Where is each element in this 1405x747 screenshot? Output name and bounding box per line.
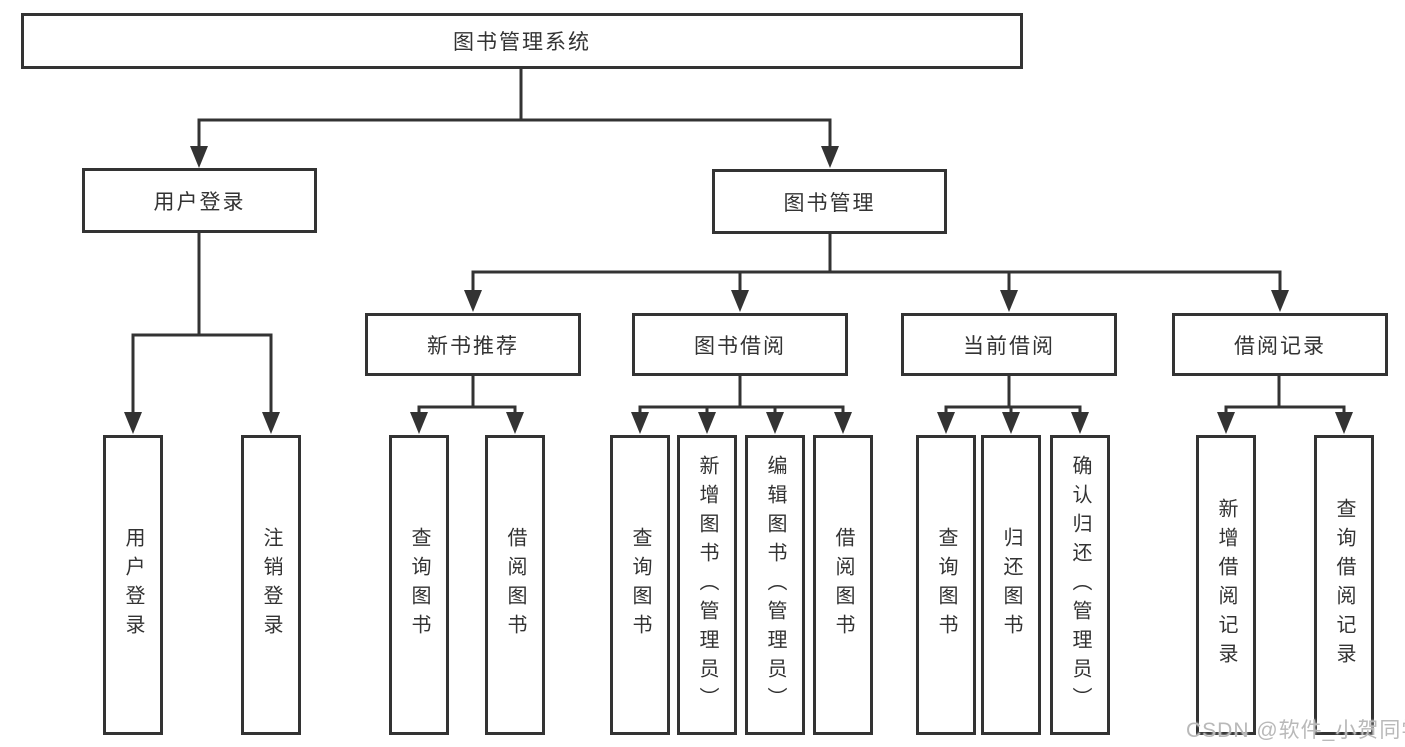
leaf-return-books: 归还图书 [981, 435, 1041, 735]
node-borrowing-records: 借阅记录 [1172, 313, 1388, 376]
node-label: 新书推荐 [427, 334, 519, 358]
leaf-logout: 注销登录 [241, 435, 301, 735]
node-new-book-recommendation: 新书推荐 [365, 313, 581, 376]
node-label: 图书管理 [783, 191, 876, 215]
leaf-add-borrow-record: 新增借阅记录 [1196, 435, 1256, 735]
node-current-borrowing: 当前借阅 [901, 313, 1117, 376]
node-library-management-system: 图书管理系统 [21, 13, 1023, 69]
leaf-confirm-return-admin: 确认归还（管理员） [1050, 435, 1110, 735]
leaf-user-login: 用户登录 [103, 435, 163, 735]
node-label: 用户登录 [153, 190, 246, 214]
node-book-borrowing: 图书借阅 [632, 313, 848, 376]
leaf-borrow-books: 借阅图书 [813, 435, 873, 735]
node-book-management: 图书管理 [712, 169, 947, 234]
leaf-add-book-admin: 新增图书（管理员） [677, 435, 737, 735]
arrowheads [124, 146, 1353, 434]
leaf-edit-book-admin: 编辑图书（管理员） [745, 435, 805, 735]
node-label: 当前借阅 [963, 334, 1055, 358]
csdn-watermark: CSDN @软件_小贺同学 [1186, 719, 1405, 742]
leaf-query-books: 查询图书 [389, 435, 449, 735]
node-user-login: 用户登录 [82, 168, 317, 233]
node-label: 图书管理系统 [453, 31, 591, 54]
leaf-query-books: 查询图书 [916, 435, 976, 735]
leaf-query-books: 查询图书 [610, 435, 670, 735]
node-label: 借阅记录 [1234, 334, 1326, 358]
node-label: 图书借阅 [694, 334, 786, 358]
leaf-borrow-books: 借阅图书 [485, 435, 545, 735]
leaf-query-borrow-record: 查询借阅记录 [1314, 435, 1374, 735]
